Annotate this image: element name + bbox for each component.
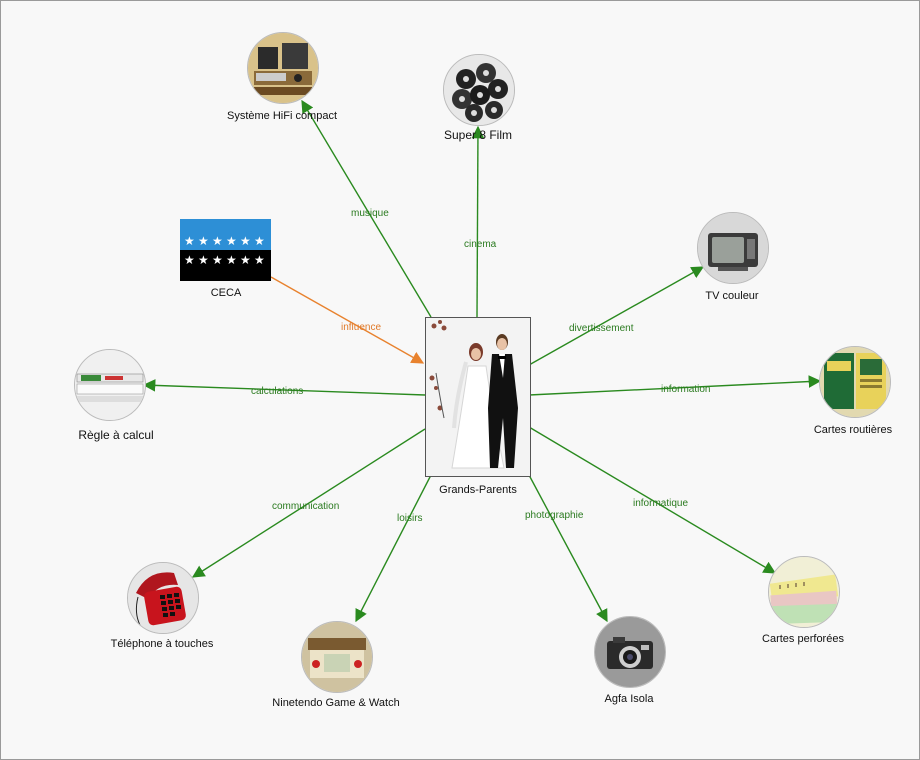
svg-text:★: ★ (240, 253, 251, 267)
edge-cinema[interactable] (471, 125, 485, 318)
film-reels-icon[interactable] (443, 54, 515, 126)
tv-icon[interactable] (697, 212, 769, 284)
node-label-agfa: Agfa Isola (604, 693, 654, 705)
punch-cards-icon[interactable] (768, 556, 840, 628)
svg-text:★: ★ (212, 234, 223, 248)
ceca-flag-icon[interactable]: ★★★ ★★★ ★★★ ★★★ (180, 219, 271, 281)
svg-text:★: ★ (254, 234, 265, 248)
node-label-regle: Règle à calcul (78, 428, 154, 442)
svg-text:★: ★ (226, 253, 237, 267)
node-label-center: Grands-Parents (439, 484, 517, 496)
edge-label-cinema: cinema (464, 239, 497, 250)
edge-photographie[interactable] (528, 474, 608, 623)
svg-text:★: ★ (184, 234, 195, 248)
game-watch-icon[interactable] (301, 621, 373, 693)
node-label-ceca: CECA (210, 287, 242, 299)
edge-influence[interactable] (270, 276, 425, 364)
edge-label-calculations: calculations (251, 386, 303, 397)
svg-text:★: ★ (254, 253, 265, 267)
edge-label-divertissement: divertissement (569, 323, 634, 334)
slide-rule-icon[interactable] (74, 349, 146, 421)
edge-label-loisirs: loisirs (397, 513, 423, 524)
node-label-nintendo: Ninetendo Game & Watch (272, 697, 400, 709)
node-label-tv: TV couleur (705, 290, 759, 302)
camera-icon[interactable] (594, 616, 666, 688)
svg-text:★: ★ (198, 234, 209, 248)
node-label-perforees: Cartes perforées (762, 633, 844, 645)
edge-information[interactable] (528, 375, 822, 396)
edge-informatique[interactable] (528, 426, 777, 574)
edge-label-musique: musique (351, 208, 389, 219)
edge-musique[interactable] (301, 99, 432, 318)
node-label-hifi: Système HiFi compact (226, 110, 338, 122)
edge-loisirs[interactable] (355, 474, 432, 623)
edge-communication[interactable] (191, 428, 426, 578)
svg-text:★: ★ (240, 234, 251, 248)
edge-label-photographie: photographie (525, 510, 584, 521)
edge-label-information: information (661, 384, 710, 395)
node-label-telephone: Téléphone à touches (110, 638, 214, 650)
node-label-cartes: Cartes routières (813, 424, 893, 436)
road-maps-icon[interactable] (819, 346, 891, 418)
edge-divertissement[interactable] (528, 266, 705, 366)
node-label-super8: Super 8 Film (443, 128, 513, 142)
svg-text:★: ★ (198, 253, 209, 267)
hifi-system-icon[interactable] (247, 32, 319, 104)
svg-text:★: ★ (226, 234, 237, 248)
edge-calculations[interactable] (142, 379, 426, 396)
edge-label-communication: communication (272, 501, 339, 512)
svg-text:★: ★ (184, 253, 195, 267)
telephone-icon[interactable] (127, 562, 199, 634)
edge-label-informatique: informatique (633, 498, 688, 509)
edge-label-influence: influence (341, 322, 381, 333)
svg-text:★: ★ (212, 253, 223, 267)
wedding-couple-photo[interactable] (425, 317, 531, 477)
